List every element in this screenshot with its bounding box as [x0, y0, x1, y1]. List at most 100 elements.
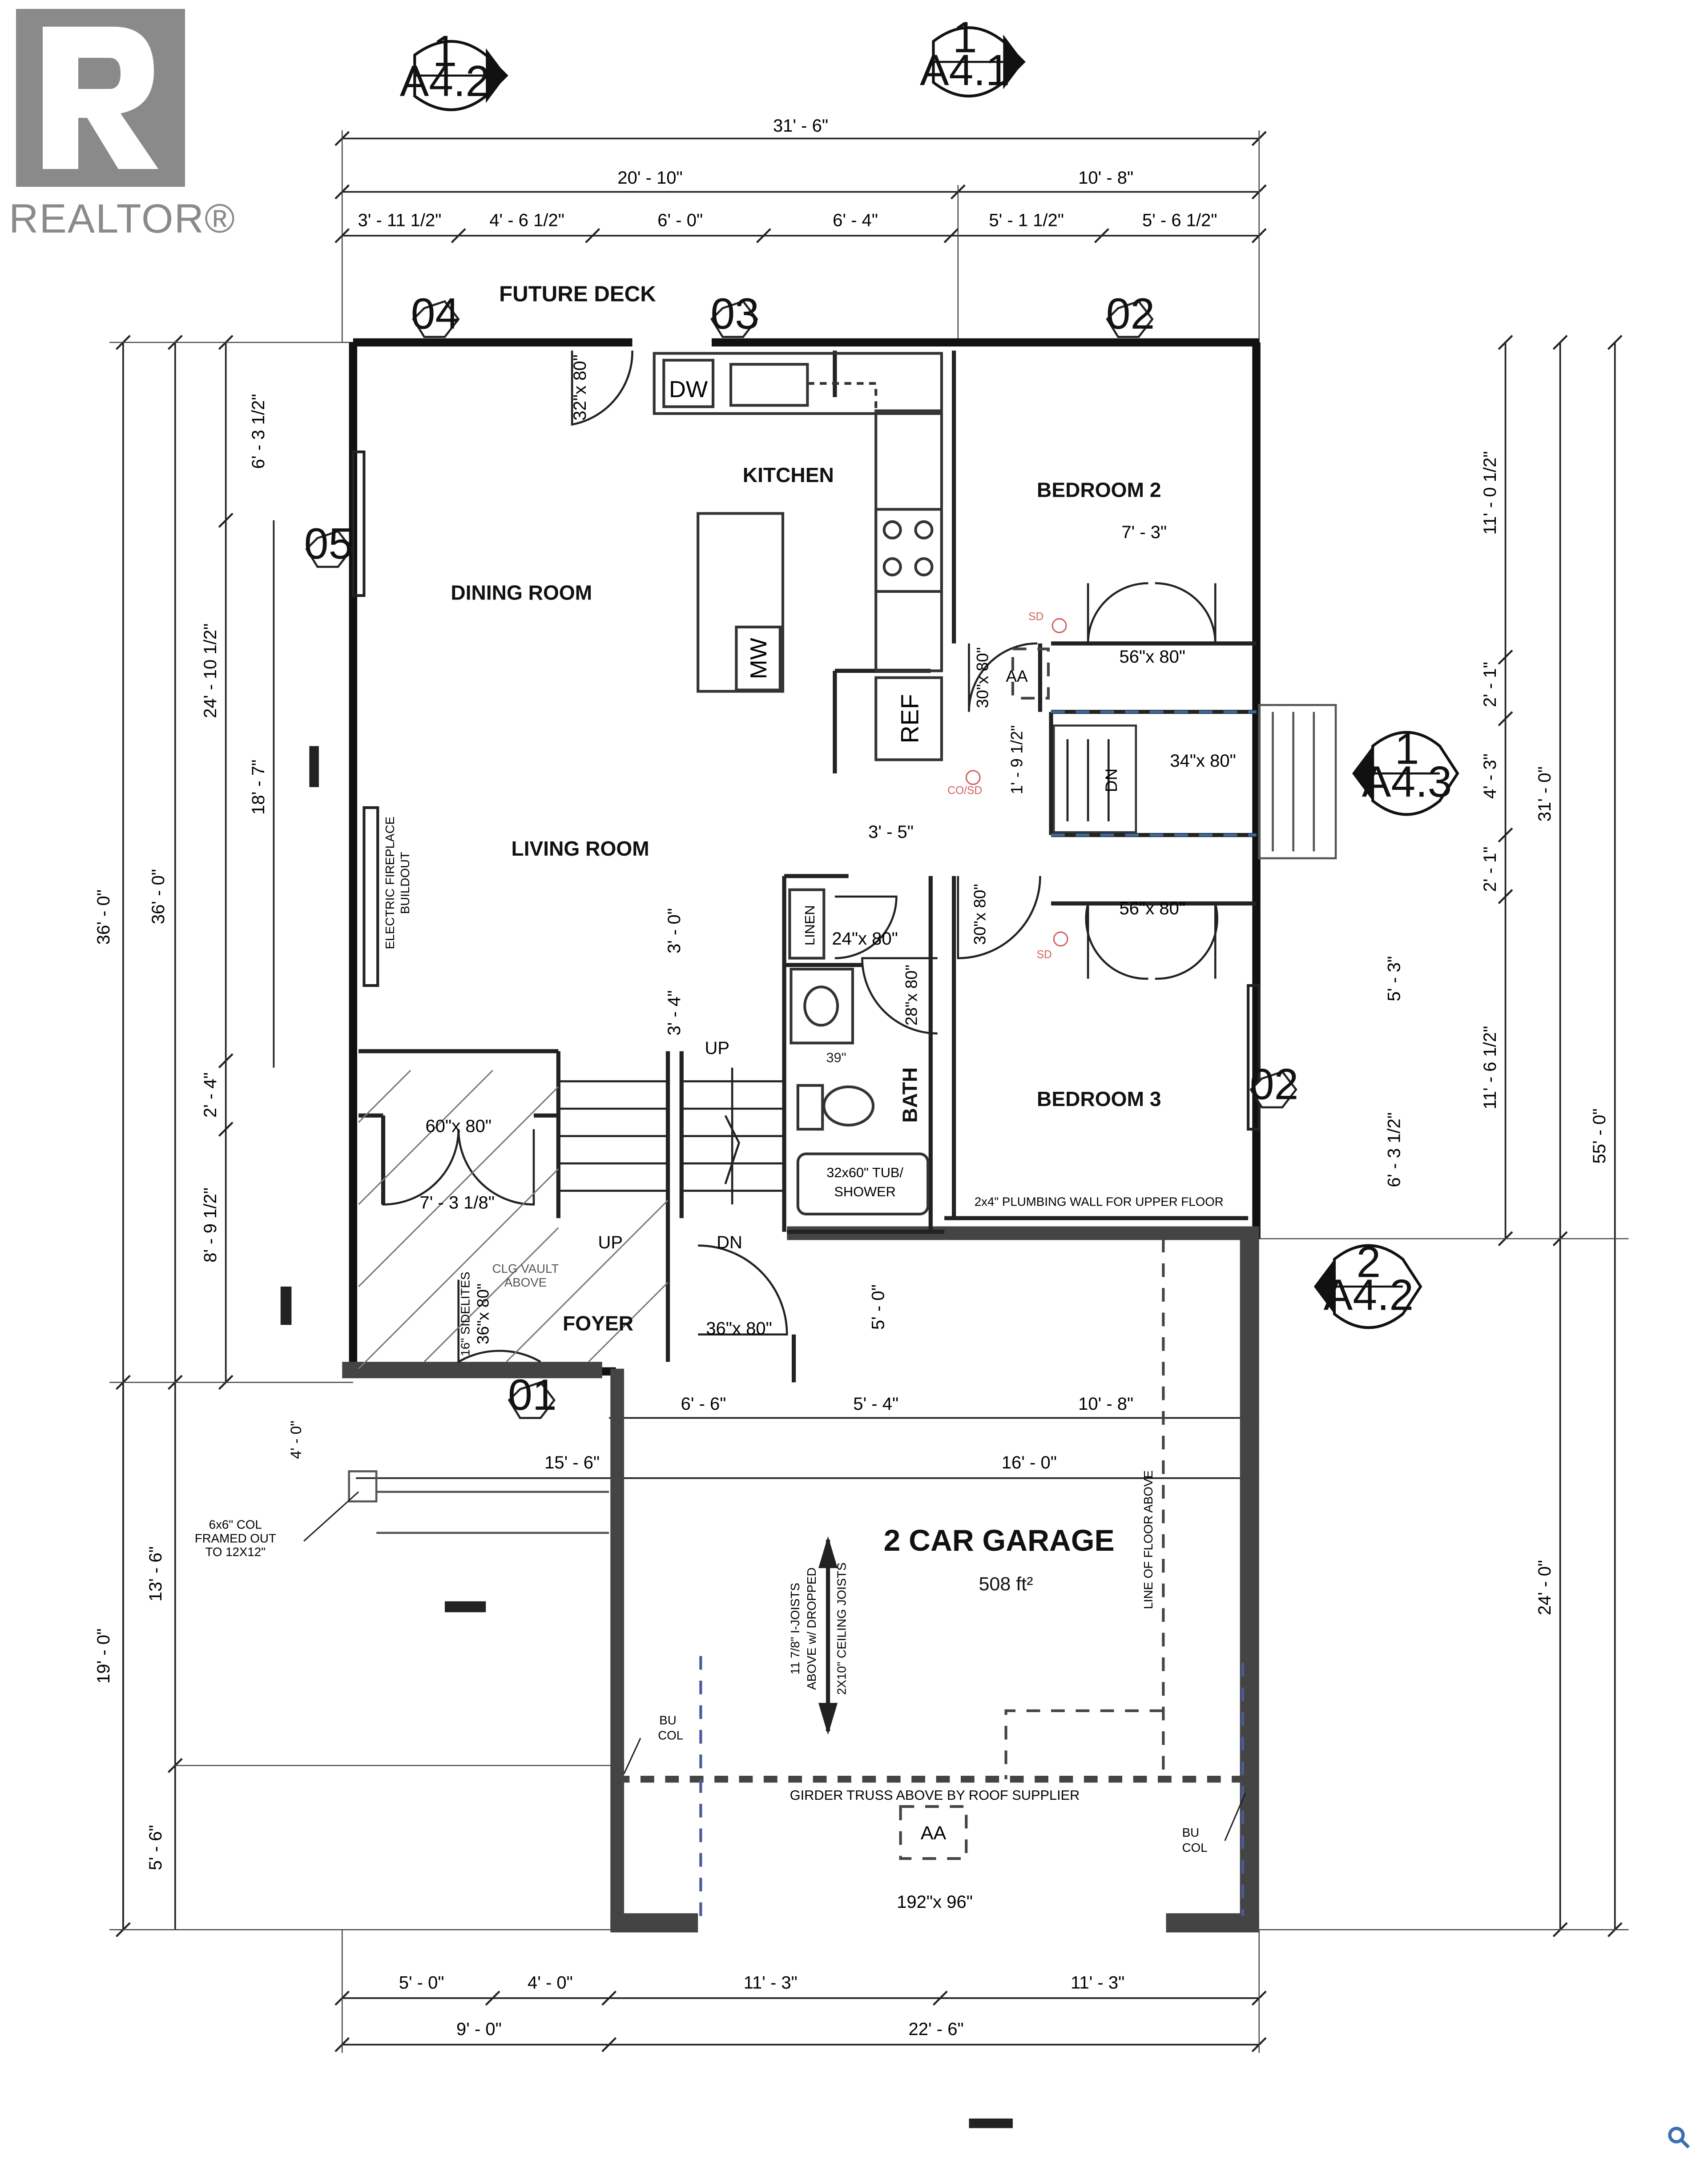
- room-bath: BATH: [898, 1067, 922, 1123]
- dim-garage-row2: 16' - 0": [1002, 1453, 1057, 1472]
- stair-arrows: [724, 1115, 838, 1735]
- dim-top-right: 10' - 8": [1078, 168, 1133, 188]
- note-bu-col: BU: [659, 1714, 676, 1727]
- section-marker-num: 2: [1357, 1237, 1381, 1286]
- note-joists-3: 2X10" CEILING JOISTS: [835, 1562, 849, 1695]
- note-bu-col-2: COL: [1182, 1841, 1208, 1854]
- room-dining: DINING ROOM: [451, 581, 592, 604]
- dim-bottom-seg: 5' - 0": [399, 1973, 444, 1992]
- dim-left-c: 18' - 7": [249, 760, 268, 815]
- dim-left-i: 5' - 6": [146, 1825, 165, 1870]
- door-label-garage: 192"x 96": [897, 1892, 973, 1912]
- fixture-shower: SHOWER: [834, 1184, 895, 1199]
- dimension-lines: [122, 137, 1616, 2046]
- door-label-bed2-closet: 56"x 80": [1120, 647, 1186, 667]
- section-marker-num: 1: [953, 13, 977, 62]
- window-tag-label: 03: [711, 289, 760, 338]
- dim-foyer-closet: 7' - 3 1/8": [419, 1193, 495, 1213]
- section-marker-2: 1 A4.1: [920, 13, 1026, 98]
- dim-bottom-seg: 11' - 3": [1071, 1973, 1124, 1992]
- room-future-deck: FUTURE DECK: [499, 282, 656, 306]
- section-marker-ref: A4.2: [400, 56, 490, 105]
- dim-hall: 3' - 5": [868, 822, 914, 842]
- door-label-stair: 34"x 80": [1170, 751, 1236, 771]
- realtor-logo: REALTOR®: [9, 9, 235, 241]
- dim-left-d: 2' - 4": [201, 1072, 220, 1118]
- dim-hall-b: 1' - 9 1/2": [1007, 725, 1026, 795]
- window-tag-label: 02: [1106, 289, 1155, 338]
- note-line-of-floor: LINE OF FLOOR ABOVE: [1141, 1470, 1155, 1609]
- dim-right-d: 2' - 1": [1480, 847, 1500, 892]
- dim-garage-row: 5' - 4": [853, 1394, 898, 1414]
- room-bedroom-3: BEDROOM 3: [1037, 1087, 1161, 1110]
- section-marker-ref: A4.2: [1324, 1270, 1414, 1319]
- note-col-2: FRAMED OUT: [195, 1531, 276, 1545]
- extension-lines: [109, 130, 1629, 2053]
- dim-top-left: 20' - 10": [617, 168, 682, 188]
- dim-right-house: 31' - 0": [1535, 766, 1555, 821]
- dim-right-garage: 24' - 0": [1535, 1560, 1555, 1615]
- dim-bottom-seg: 11' - 3": [744, 1973, 798, 1992]
- door-label-linen: 24"x 80": [832, 929, 898, 949]
- room-foyer: FOYER: [563, 1311, 633, 1335]
- dim-bottom-total: 9' - 0": [456, 2019, 502, 2039]
- room-kitchen: KITCHEN: [743, 463, 834, 487]
- kitchen-counters: [653, 352, 943, 761]
- note-clg-vault-1: CLG VAULT: [492, 1262, 559, 1275]
- dim-right-c: 4' - 3": [1480, 753, 1500, 799]
- co-smoke-detector-label: CO/SD: [947, 784, 982, 796]
- dim-top-seg: 3' - 11 1/2": [358, 210, 442, 230]
- note-bu-col-2: COL: [658, 1728, 683, 1742]
- door-label-bed3: 30"x 80": [971, 884, 989, 945]
- dim-bed2-closet: 7' - 3": [1121, 523, 1167, 542]
- side-entry-steps: [348, 704, 1337, 1534]
- dashed-lines: [616, 648, 1257, 1916]
- foyer-hatch: [358, 1070, 669, 1369]
- realtor-r-icon: [43, 27, 158, 169]
- window-tag-label: 02: [1250, 1059, 1299, 1108]
- note-bu-col: BU: [1182, 1826, 1199, 1839]
- stair-up-label: UP: [705, 1038, 730, 1058]
- dim-right-b: 2' - 1": [1480, 662, 1500, 707]
- dim-garage-row: 6' - 6": [681, 1394, 726, 1414]
- note-sidelites: 16" SIDELITES: [458, 1272, 472, 1356]
- realtor-logo-text: REALTOR®: [9, 196, 236, 241]
- note-joists-2: ABOVE w/ DROPPED: [805, 1568, 818, 1690]
- stair-up-label-2: UP: [598, 1233, 623, 1252]
- note-fireplace-2: BUILDOUT: [398, 852, 412, 914]
- note-girder: GIRDER TRUSS ABOVE BY ROOF SUPPLIER: [790, 1787, 1080, 1803]
- section-marker-4: 2 A4.2: [1313, 1237, 1422, 1329]
- dim-right-overall: 55' - 0": [1590, 1108, 1609, 1163]
- misc-blocks: [280, 450, 1261, 2128]
- room-bedroom-2: BEDROOM 2: [1037, 479, 1161, 502]
- section-marker-1: 1 A4.2: [400, 26, 508, 111]
- dim-left-overall-inner: 36' - 0": [149, 869, 168, 924]
- dim-top-seg: 4' - 6 1/2": [489, 210, 564, 230]
- door-label-bed2: 30"x 80": [974, 647, 992, 708]
- dim-right-e: 11' - 6 1/2": [1480, 1026, 1500, 1110]
- stair-down-label: DN: [717, 1233, 742, 1252]
- room-living: LIVING ROOM: [512, 837, 649, 860]
- window-tag-label: 05: [304, 519, 353, 568]
- dim-right-f: 5' - 3": [1385, 956, 1404, 1002]
- dim-left-overall: 36' - 0": [94, 889, 113, 945]
- note-col-1: 6x6" COL: [209, 1518, 262, 1532]
- dim-garage-door-clear: 5' - 0": [869, 1284, 888, 1330]
- section-marker-3: 1 A4.3: [1352, 724, 1459, 816]
- dim-top-seg: 5' - 1 1/2": [989, 210, 1064, 230]
- detector-icons: [965, 618, 1068, 947]
- dim-bottom-total: 22' - 6": [909, 2019, 964, 2039]
- magnifier-icon[interactable]: [1665, 2124, 1692, 2151]
- fixture-tub: 32x60" TUB/: [826, 1165, 903, 1180]
- room-garage: 2 CAR GARAGE: [884, 1524, 1115, 1557]
- door-label-garage-entry: 36"x 80": [706, 1319, 772, 1339]
- bath-fixtures: [788, 888, 930, 1216]
- door-label-bed3-closet: 56"x 80": [1120, 899, 1186, 918]
- stair-down-label-2: DN: [1102, 768, 1120, 792]
- dim-stair-b: 3' - 4": [665, 990, 684, 1036]
- door-label-foyer-closet: 60"x 80": [426, 1116, 491, 1136]
- dim-stair-run: 3' - 0": [665, 908, 684, 953]
- window-tag-label: 01: [508, 1370, 557, 1419]
- dim-top-seg: 6' - 4": [833, 210, 878, 230]
- note-fireplace-1: ELECTRIC FIREPLACE: [383, 817, 397, 949]
